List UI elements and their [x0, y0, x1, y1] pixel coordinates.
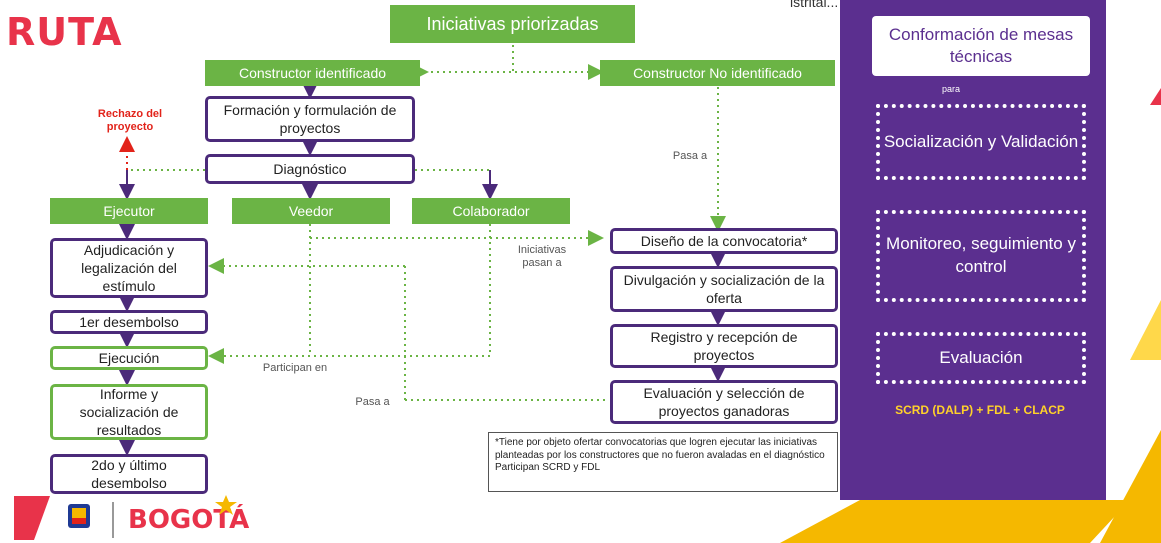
- label-pasa-a-2: Pasa a: [355, 396, 390, 408]
- page-title: RUTA: [6, 10, 123, 54]
- red-shape-logo: [14, 496, 50, 540]
- label-iniciativas-pasan-a: Iniciativas pasan a: [517, 244, 567, 270]
- node-informe: Informe y socialización de resultados: [50, 384, 208, 440]
- note-box: *Tiene por objeto ofertar convocatorias …: [488, 432, 838, 492]
- node-adjudicacion: Adjudicación y legalización del estímulo: [50, 238, 208, 298]
- panel-conformacion: Conformación de mesas técnicas: [872, 16, 1090, 76]
- node-ejecucion: Ejecución: [50, 346, 208, 370]
- label-pasa-a-1: Pasa a: [672, 150, 708, 162]
- node-evaluacion-seleccion: Evaluación y selección de proyectos gana…: [610, 380, 838, 424]
- panel-entities: SCRD (DALP) + FDL + CLACP: [895, 403, 1065, 417]
- node-registro: Registro y recepción de proyectos: [610, 324, 838, 368]
- node-formacion: Formación y formulación de proyectos: [205, 96, 415, 142]
- node-iniciativas: Iniciativas priorizadas: [390, 5, 635, 43]
- node-colaborador: Colaborador: [412, 198, 570, 224]
- node-diagnostico: Diagnóstico: [205, 154, 415, 184]
- label-rechazo: Rechazo del proyecto: [97, 108, 163, 134]
- panel-evaluacion: Evaluación: [876, 332, 1086, 384]
- panel-para-label: para: [942, 84, 961, 94]
- panel-socializacion: Socialización y Validación: [876, 104, 1086, 180]
- purple-panel: [840, 0, 1106, 500]
- label-participan-en: Participan en: [262, 362, 328, 374]
- panel-monitoreo: Monitoreo, seguimiento y control: [876, 210, 1086, 302]
- star-icon: [215, 495, 237, 515]
- node-constructor-identificado: Constructor identificado: [205, 60, 420, 86]
- node-segundo-desembolso: 2do y último desembolso: [50, 454, 208, 494]
- node-divulgacion: Divulgación y socialización de la oferta: [610, 266, 838, 312]
- node-veedor: Veedor: [232, 198, 390, 224]
- node-ejecutor: Ejecutor: [50, 198, 208, 224]
- node-constructor-no-identificado: Constructor No identificado: [600, 60, 835, 86]
- node-diseno: Diseño de la convocatoria*: [610, 228, 838, 254]
- logo-divider: [112, 502, 114, 538]
- node-primer-desembolso: 1er desembolso: [50, 310, 208, 334]
- coat-of-arms-icon: [62, 500, 96, 534]
